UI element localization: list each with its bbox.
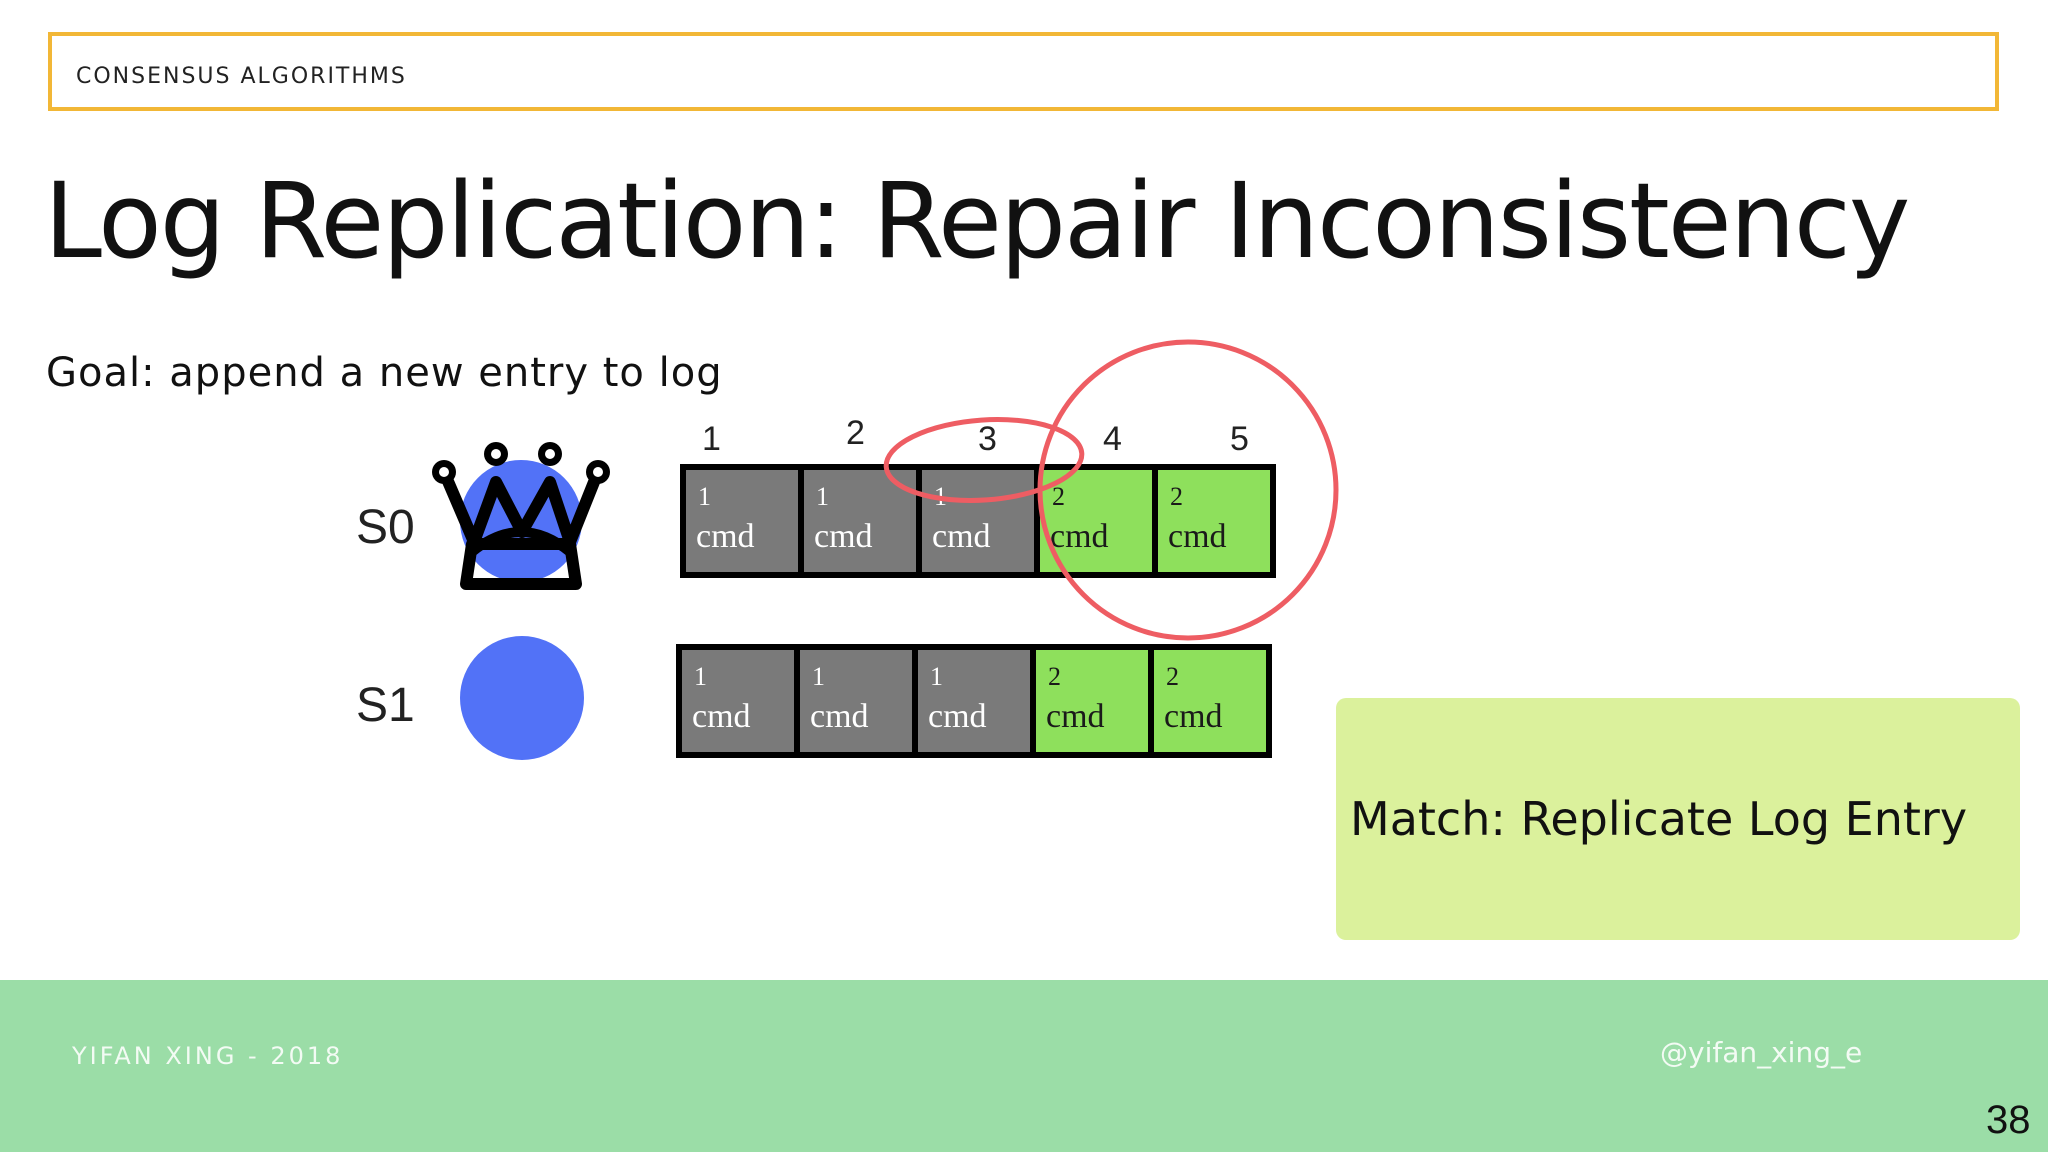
log-entry: 1 cmd [682,650,794,752]
log-entry: 2 cmd [1158,470,1270,572]
log-entry: 1 cmd [800,650,912,752]
slide-title: Log Replication: Repair Inconsistency [44,160,1910,282]
callout-text: Match: Replicate Log Entry [1350,792,1968,846]
entry-term: 2 [1052,482,1065,511]
entry-command: cmd [810,698,869,735]
entry-command: cmd [696,518,755,555]
entry-command: cmd [1050,518,1109,555]
log-entry: 1 cmd [922,470,1034,572]
log-entry: 2 cmd [1154,650,1266,752]
entry-command: cmd [1164,698,1223,735]
log-entry: 1 cmd [686,470,798,572]
crown-icon [432,442,610,590]
server-s1-dot [460,636,584,760]
entry-command: cmd [1168,518,1227,555]
log-row-s0: 1 cmd 1 cmd 1 cmd 2 cmd 2 cmd [680,464,1276,578]
entry-command: cmd [692,698,751,735]
entry-term: 1 [930,662,943,691]
entry-term: 1 [812,662,825,691]
entry-term: 1 [694,662,707,691]
entry-term: 1 [698,482,711,511]
server-label-s0: S0 [356,501,415,554]
log-entry: 1 cmd [804,470,916,572]
footer-bar: YIFAN XING - 2018 @yifan_xing_e [0,980,2048,1152]
entry-command: cmd [1046,698,1105,735]
log-index-1: 1 [702,420,721,458]
log-index-2: 2 [846,414,865,452]
section-label: CONSENSUS ALGORITHMS [76,64,407,89]
log-entry: 1 cmd [918,650,1030,752]
entry-term: 1 [934,482,947,511]
footer-author: YIFAN XING - 2018 [72,1042,344,1070]
entry-term: 2 [1048,662,1061,691]
slide-subtitle: Goal: append a new entry to log [46,350,723,396]
server-label-s1: S1 [356,679,415,732]
log-entry: 2 cmd [1040,470,1152,572]
log-index-3: 3 [978,420,997,458]
slide-number: 38 [1986,1098,2031,1142]
log-index-4: 4 [1103,420,1122,458]
entry-command: cmd [932,518,991,555]
entry-term: 1 [816,482,829,511]
section-header-box: CONSENSUS ALGORITHMS [48,32,1999,111]
log-index-5: 5 [1230,420,1249,458]
entry-command: cmd [928,698,987,735]
footer-handle: @yifan_xing_e [1660,1036,1863,1069]
entry-command: cmd [814,518,873,555]
entry-term: 2 [1166,662,1179,691]
log-row-s1: 1 cmd 1 cmd 1 cmd 2 cmd 2 cmd [676,644,1272,758]
log-entry: 2 cmd [1036,650,1148,752]
entry-term: 2 [1170,482,1183,511]
callout-box: Match: Replicate Log Entry [1336,698,2020,940]
